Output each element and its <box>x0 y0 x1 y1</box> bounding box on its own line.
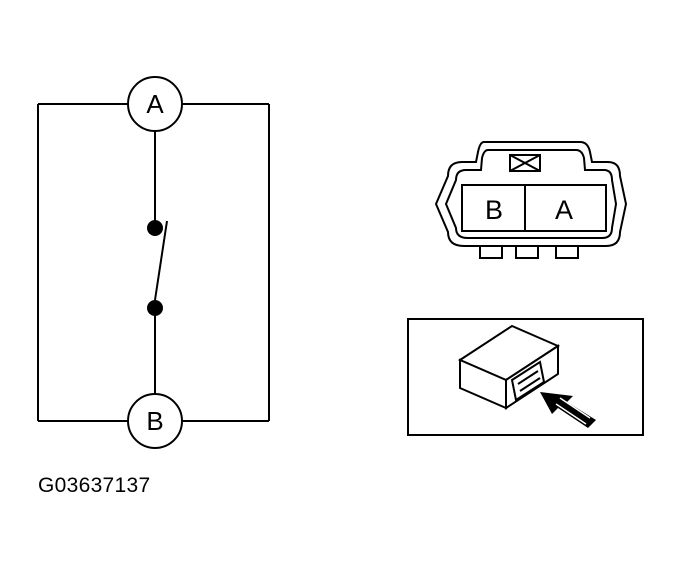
connector-housing-inner <box>444 149 618 239</box>
connector-housing-outer <box>434 141 628 247</box>
plug-slot-1 <box>517 370 539 385</box>
connector-tab-left <box>479 246 503 259</box>
connector-pin-label-right: A <box>555 195 573 225</box>
switch-contact-bottom <box>147 300 163 316</box>
connector-tab-middle <box>515 246 539 259</box>
connector-pin-box <box>461 184 607 232</box>
terminal-b-circle <box>127 393 183 449</box>
switch-contact-top <box>147 220 163 236</box>
locator-view <box>407 318 644 436</box>
figure-code: G03637137 <box>38 474 151 497</box>
connector-face <box>434 141 628 259</box>
switch-circuit <box>37 103 270 422</box>
connector-tab-right <box>555 246 579 259</box>
terminal-a-label: A <box>146 89 164 119</box>
latch-x-b <box>509 154 541 172</box>
terminal-a-circle <box>127 76 183 132</box>
plug-slot-2 <box>519 377 541 392</box>
switch-blade <box>154 220 168 301</box>
terminal-b-label: B <box>146 406 163 436</box>
connector-pin-label-left: B <box>485 195 503 225</box>
arrow-icon <box>540 392 596 428</box>
